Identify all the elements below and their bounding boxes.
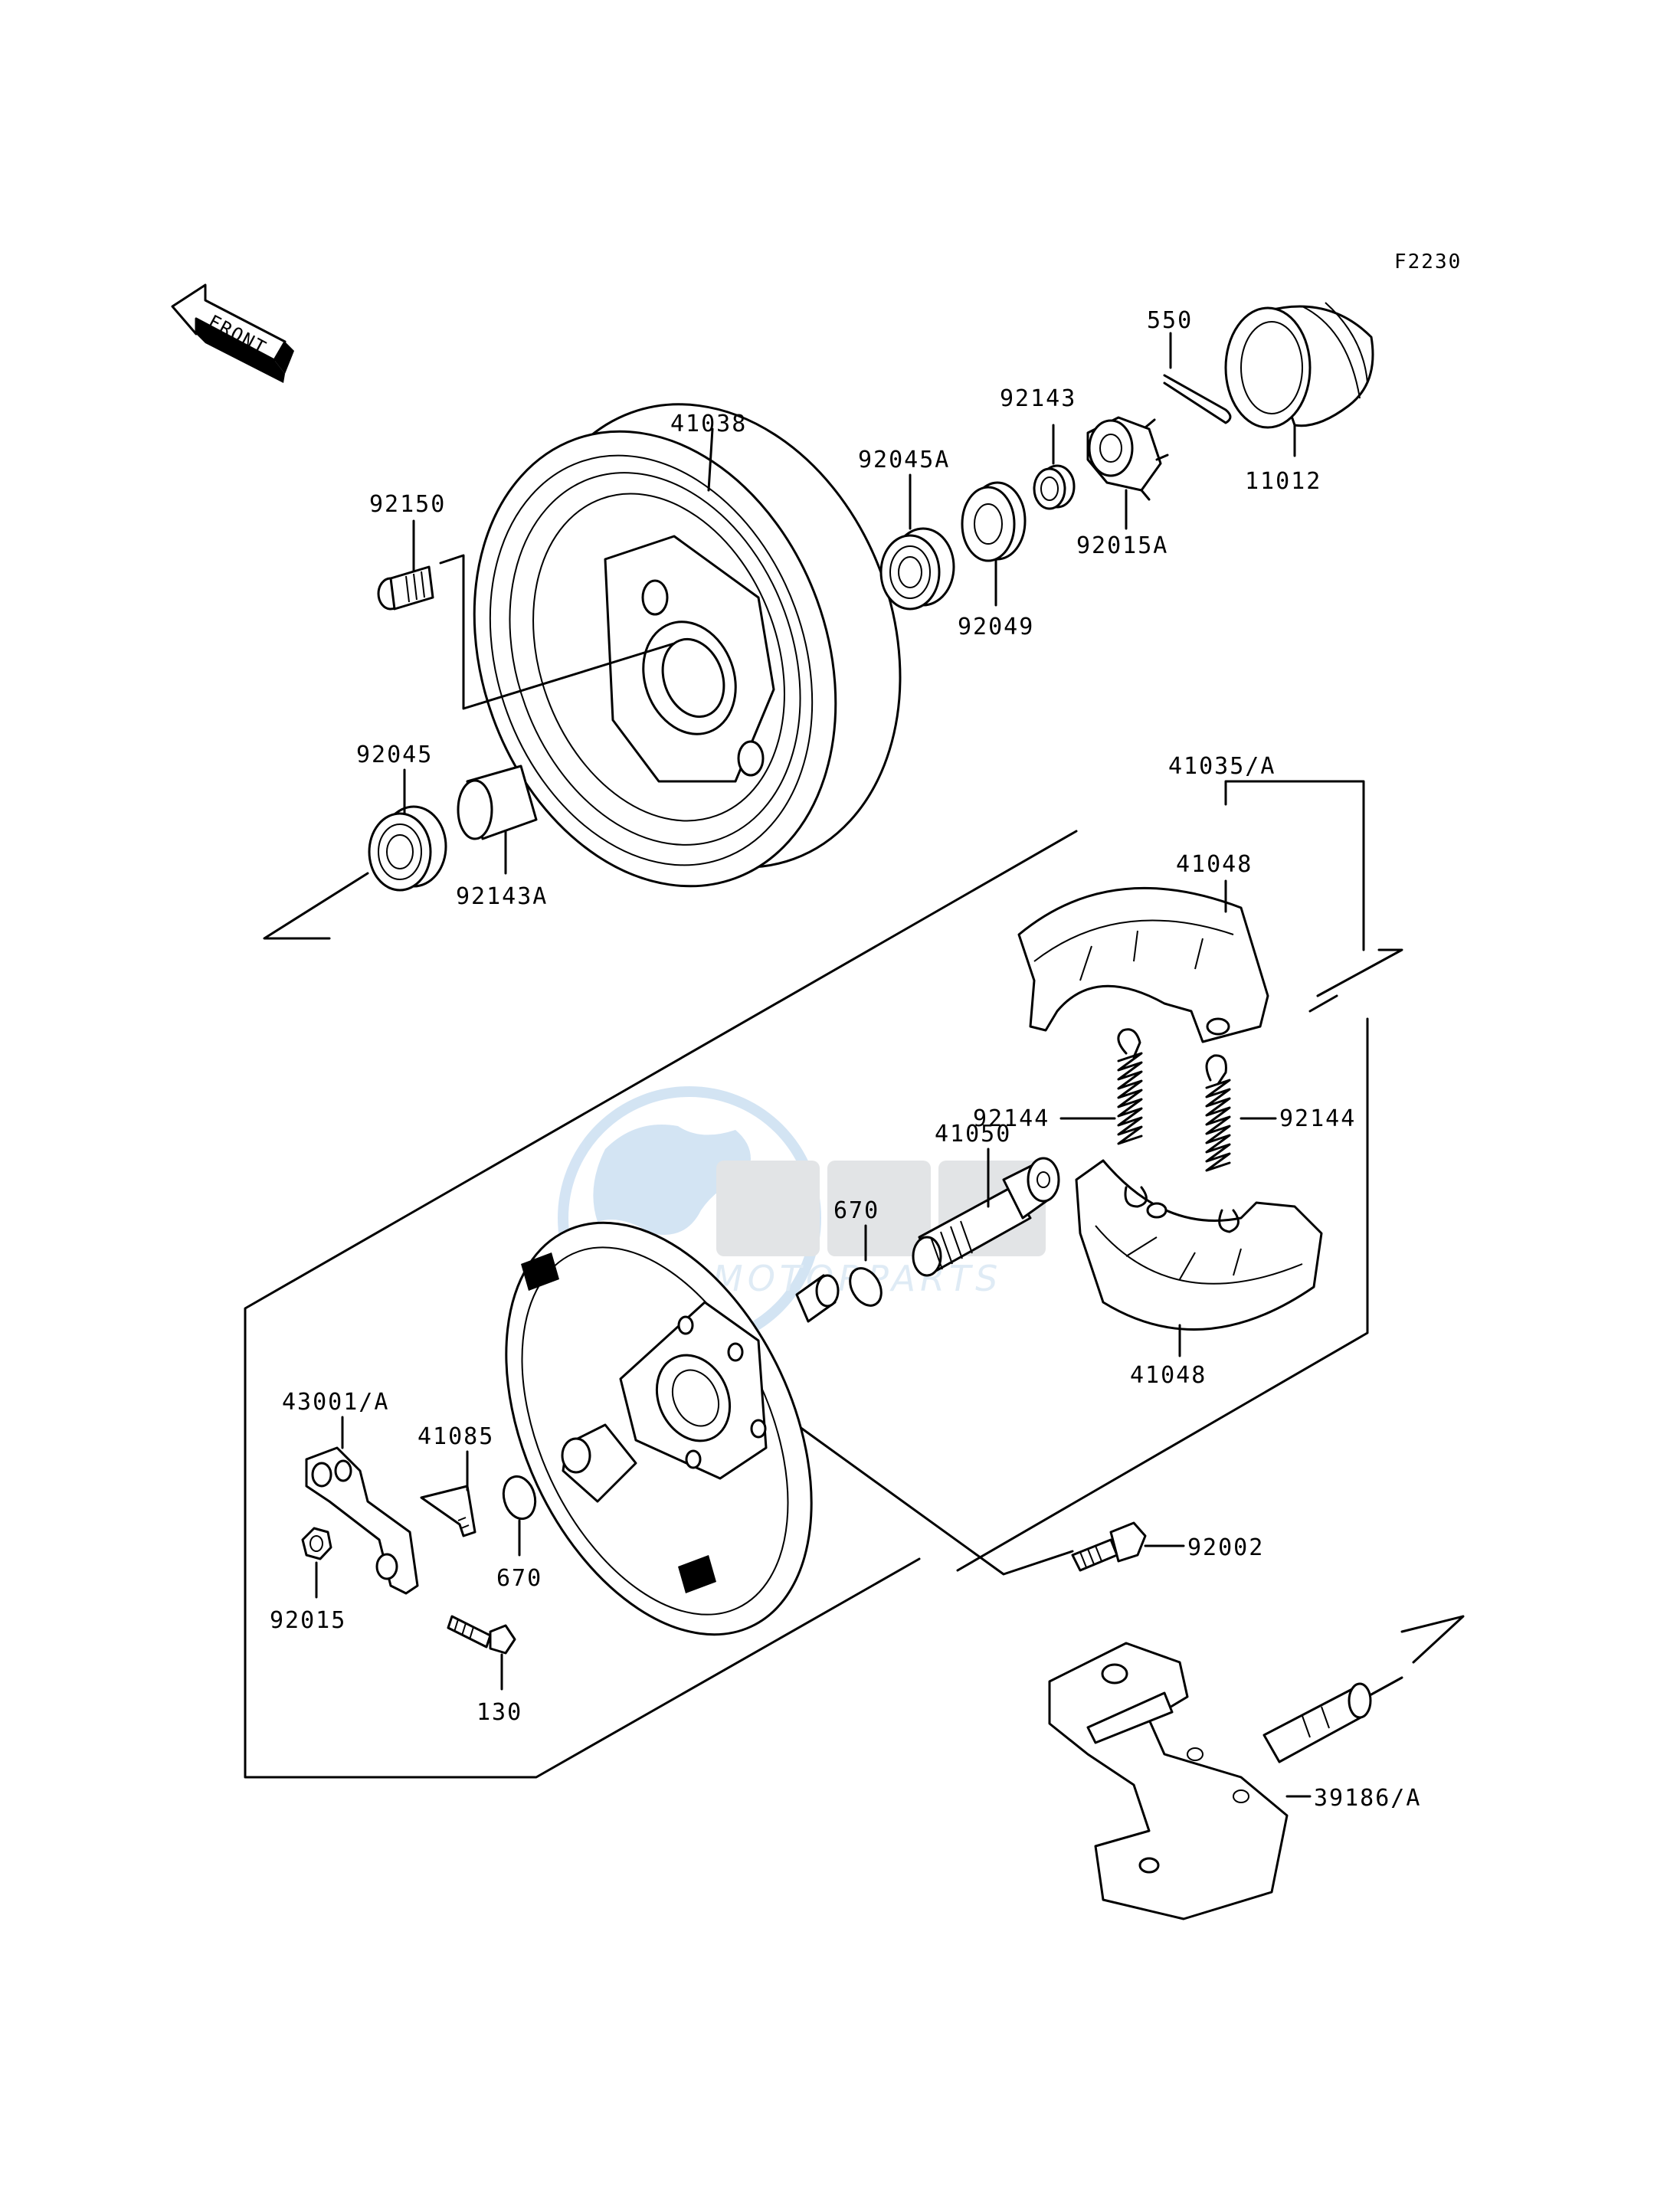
label-550: 550 [1147, 307, 1193, 334]
cotter-pin-550 [1163, 332, 1232, 424]
label-41050: 41050 [935, 1121, 1011, 1148]
bolt-92002 [1071, 1521, 1185, 1572]
brake-shoe-upper [1017, 879, 1269, 1043]
brake-backing-plate [505, 1221, 840, 1636]
label-41048-lower: 41048 [1130, 1362, 1207, 1389]
bearing-92045A [879, 473, 955, 611]
label-41035A: 41035/A [1168, 753, 1276, 780]
bolt-92150 [377, 519, 676, 710]
label-92049: 92049 [958, 614, 1034, 640]
cam-shaft-41050 [912, 1148, 1060, 1277]
knuckle-39186A [1048, 1615, 1465, 1920]
label-92002: 92002 [1187, 1534, 1264, 1561]
front-arrow-icon: FRONT [171, 283, 294, 383]
label-43001A: 43001/A [282, 1389, 389, 1416]
label-39186A: 39186/A [1314, 1785, 1421, 1812]
cap-11012 [1224, 302, 1374, 457]
bearing-92045 [263, 768, 447, 940]
label-41048-upper: 41048 [1176, 851, 1253, 878]
cam-lever-43001A [305, 1416, 419, 1595]
bolt-130 [447, 1615, 516, 1691]
nut-92015 [301, 1527, 332, 1599]
label-92045A: 92045A [858, 447, 950, 473]
brake-shoe-lower [1075, 1159, 1323, 1357]
o-ring-670-upper [849, 1224, 883, 1307]
figure-code: F2230 [1394, 250, 1462, 273]
label-11012: 11012 [1245, 468, 1321, 495]
spring-92144-right [1205, 1054, 1277, 1233]
spacer-92143 [1033, 424, 1076, 510]
label-92144-left: 92144 [973, 1105, 1050, 1132]
label-41038: 41038 [670, 411, 747, 437]
label-92143: 92143 [1000, 385, 1076, 412]
label-130: 130 [476, 1699, 522, 1726]
label-92015A: 92015A [1076, 532, 1168, 559]
label-670-lower: 670 [496, 1565, 542, 1592]
label-41085: 41085 [418, 1423, 494, 1450]
o-ring-670-lower [502, 1475, 537, 1557]
label-92015: 92015 [270, 1607, 346, 1634]
label-92144-right: 92144 [1279, 1105, 1356, 1132]
part-labels: F2230 41038 92150 92045 92143A 92045A 92… [270, 250, 1462, 1812]
label-670-upper: 670 [833, 1197, 879, 1224]
brake-drum [473, 403, 902, 888]
castle-nut-92015A [1086, 416, 1169, 530]
spring-92144-left [1059, 1028, 1148, 1208]
wear-indicator-41085 [420, 1450, 476, 1537]
label-92143A: 92143A [456, 883, 548, 910]
seal-92049 [961, 481, 1027, 607]
spacer-92143A [457, 765, 538, 875]
assembly-outline [244, 780, 1403, 1779]
label-92150: 92150 [369, 491, 446, 518]
label-92045: 92045 [356, 742, 433, 768]
